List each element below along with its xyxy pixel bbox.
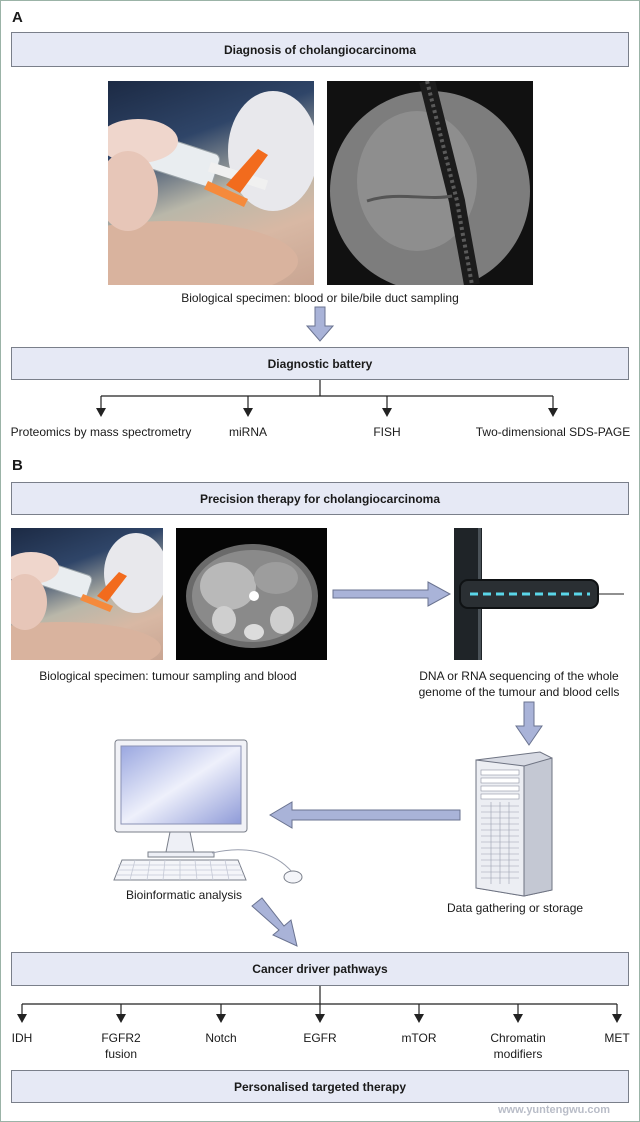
precision-therapy-box: Precision therapy for cholangiocarcinoma	[11, 482, 629, 515]
panel-b-label: B	[12, 457, 23, 474]
arrow-to-battery	[305, 306, 335, 342]
pathway-met: MET	[604, 1031, 630, 1045]
method-fish: FISH	[373, 425, 401, 439]
panel-b-specimen-caption: Biological specimen: tumour sampling and…	[39, 669, 297, 683]
diagnostic-battery-box: Diagnostic battery	[11, 347, 629, 380]
tumour-sampling-photo	[11, 528, 163, 660]
personalised-therapy-box: Personalised targeted therapy	[11, 1070, 629, 1103]
method-sds-page: Two-dimensional SDS-PAGE	[475, 425, 631, 439]
method-mirna: miRNA	[229, 425, 267, 439]
personalised-therapy-title: Personalised targeted therapy	[233, 1079, 407, 1094]
pathway-notch: Notch	[205, 1031, 237, 1045]
watermark: www.yuntengwu.com	[498, 1104, 611, 1116]
diagnostic-battery-title: Diagnostic battery	[267, 356, 373, 371]
panel-a-specimen-caption: Biological specimen: blood or bile/bile …	[181, 291, 459, 305]
ct-scan-image	[176, 528, 327, 660]
cancer-driver-pathways-title: Cancer driver pathways	[252, 962, 388, 976]
blood-sampling-photo	[108, 81, 314, 285]
bioinformatic-analysis-caption: Bioinformatic analysis	[125, 888, 243, 902]
cancer-driver-pathways-box: Cancer driver pathways	[11, 952, 629, 986]
pathways-tree	[17, 986, 622, 1023]
arrow-to-computer	[269, 801, 461, 829]
panel-a-label: A	[12, 9, 23, 26]
diagnosis-title-box: Diagnosis of cholangiocarcinoma	[11, 32, 629, 67]
pathway-egfr: EGFR	[303, 1031, 337, 1045]
battery-tree	[96, 380, 558, 417]
data-storage-caption: Data gathering or storage	[446, 901, 584, 915]
arrow-to-storage	[515, 701, 543, 746]
pathway-chromatin-modifiers: Chromatin modifiers	[490, 1031, 546, 1061]
method-proteomics: Proteomics by mass spectrometry	[10, 425, 192, 439]
pathway-mtor: mTOR	[401, 1031, 437, 1045]
pathway-idh: IDH	[11, 1031, 33, 1045]
arrow-to-sequencer	[332, 581, 452, 607]
precision-therapy-title: Precision therapy for cholangiocarcinoma	[199, 491, 441, 506]
sequencer-image	[454, 528, 624, 660]
cholangiography-image	[327, 81, 533, 285]
server-illustration	[475, 751, 553, 897]
computer-illustration	[113, 739, 303, 884]
sequencing-caption-line-1: DNA or RNA sequencing of the whole	[419, 669, 619, 683]
arrow-to-pathways	[251, 897, 298, 947]
sequencing-caption-line-2: genome of the tumour and blood cells	[418, 685, 620, 699]
diagnosis-title: Diagnosis of cholangiocarcinoma	[223, 42, 417, 57]
pathway-fgfr2-fusion: FGFR2 fusion	[101, 1031, 141, 1061]
